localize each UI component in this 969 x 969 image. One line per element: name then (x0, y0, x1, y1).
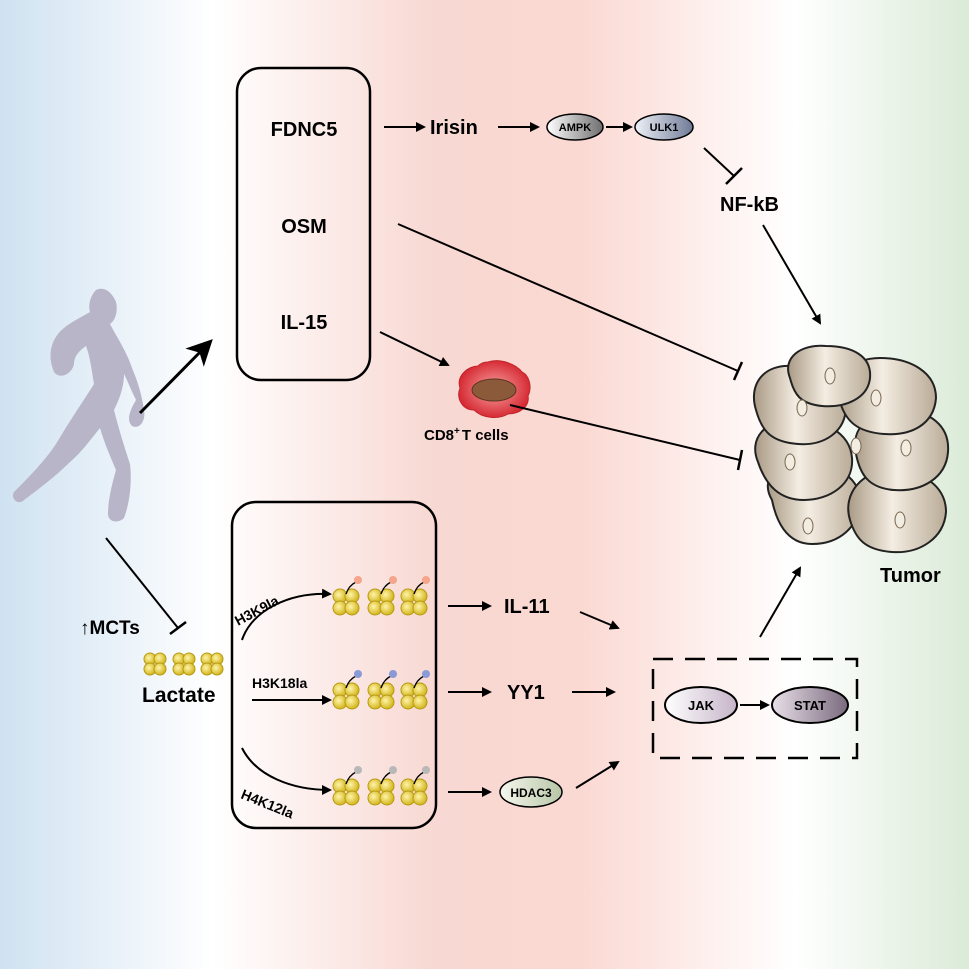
inhibit-bar-nfkb (725, 167, 743, 185)
arrow-il11-jakstat (579, 611, 620, 630)
h3k18la-nucleosomes (332, 670, 430, 710)
ulk1-node (634, 113, 694, 141)
mcts-label: ↑MCTs (80, 618, 140, 639)
nfkb-label: NF-kB (720, 194, 779, 216)
h4k12la-label: H4K12la (239, 786, 296, 822)
h3k9la-nucleosomes (332, 576, 430, 616)
ampk-label: AMPK (559, 122, 591, 134)
inhibit-bar-osm (732, 361, 744, 381)
tumor-label: Tumor (880, 565, 941, 587)
lactylation-box (230, 500, 438, 830)
jak-label: JAK (688, 698, 715, 713)
inhibit-bar-cd8 (736, 449, 744, 471)
cd8-nucleus (471, 378, 517, 402)
inhibit-runner-lactate (105, 537, 179, 629)
irisin-label: Irisin (430, 117, 478, 139)
lactate-label: Lactate (142, 684, 216, 707)
arrow-jakstat-tumor (759, 566, 802, 638)
h3k18la-label: H3K18la (252, 675, 307, 691)
runner-figure (12, 288, 145, 522)
arrow-il15-cd8 (379, 331, 450, 367)
myokine-box (235, 66, 372, 382)
il11-label: IL-11 (504, 596, 550, 618)
arrow-runner-myokines (138, 339, 213, 415)
h4k12la-nucleosomes (332, 766, 430, 806)
arrow-h4k12la (241, 747, 332, 795)
inhibit-ulk1-nfkb (703, 147, 735, 177)
arrow-hdac3-jakstat (575, 760, 620, 789)
arrow-h3k9la (241, 588, 332, 641)
osm-label: OSM (281, 216, 327, 238)
yy1-label: YY1 (507, 682, 545, 704)
hdac3-node (499, 776, 563, 808)
ulk1-label: ULK1 (650, 122, 679, 134)
inhibit-bar-lactate (169, 621, 187, 635)
fdnc5-label: FDNC5 (271, 119, 338, 141)
jak-node (664, 686, 738, 724)
inhibit-osm-tumor (397, 223, 739, 372)
cd8-label: CD8+T cells (424, 426, 509, 444)
ampk-node (546, 113, 604, 141)
h3k9la-label: H3K9la (232, 592, 282, 629)
hdac3-label: HDAC3 (510, 786, 552, 800)
stat-label: STAT (794, 698, 826, 713)
tumor-nuclei (784, 367, 912, 535)
arrow-nfkb-tumor (762, 224, 822, 325)
jak-stat-box (651, 657, 859, 760)
stat-node (771, 686, 849, 724)
inhibit-cd8-tumor (509, 404, 741, 461)
il15-label: IL-15 (281, 312, 328, 334)
lactate-nucleosomes (143, 652, 224, 676)
